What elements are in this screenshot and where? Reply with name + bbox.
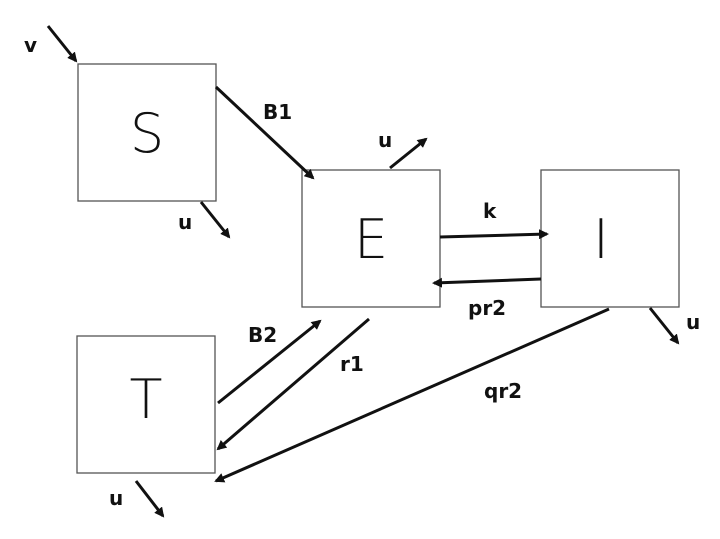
i-out-label: u <box>686 310 700 334</box>
e-to-t-label: r1 <box>340 352 364 376</box>
e-to-i-arrow <box>439 229 549 240</box>
t-out-label: u <box>109 486 123 510</box>
e-to-t-arrow <box>216 317 370 451</box>
s-to-e-label: B1 <box>263 100 292 124</box>
s-out-label: u <box>178 210 192 234</box>
e-out-label: u <box>378 128 392 152</box>
i-to-t-arrow <box>214 307 610 483</box>
node-t-label: T <box>130 368 163 431</box>
node-i: I <box>540 169 680 308</box>
i-to-t-label: qr2 <box>484 379 522 403</box>
inflow-arrow <box>46 25 78 63</box>
node-s-label: S <box>130 102 164 165</box>
t-out-arrow <box>134 480 165 518</box>
e-out-arrow <box>389 137 428 170</box>
node-i-box <box>540 169 680 308</box>
node-e-label: E <box>354 208 388 271</box>
node-t: T <box>76 335 216 474</box>
e-to-i-label: k <box>483 199 497 223</box>
i-to-e-arrow <box>432 277 542 288</box>
node-s: S <box>77 63 217 202</box>
t-to-e-arrow <box>217 319 322 405</box>
node-s-box <box>77 63 217 202</box>
node-e: E <box>301 169 441 308</box>
s-to-e-arrow <box>214 85 315 180</box>
t-to-e-label: B2 <box>248 323 277 347</box>
node-e-box <box>301 169 441 308</box>
s-out-arrow <box>199 201 231 239</box>
i-to-e-label: pr2 <box>468 296 506 320</box>
node-t-box <box>76 335 216 474</box>
i-out-arrow <box>648 307 680 345</box>
inflow-label: v <box>24 33 37 57</box>
node-i-label: I <box>593 208 609 271</box>
